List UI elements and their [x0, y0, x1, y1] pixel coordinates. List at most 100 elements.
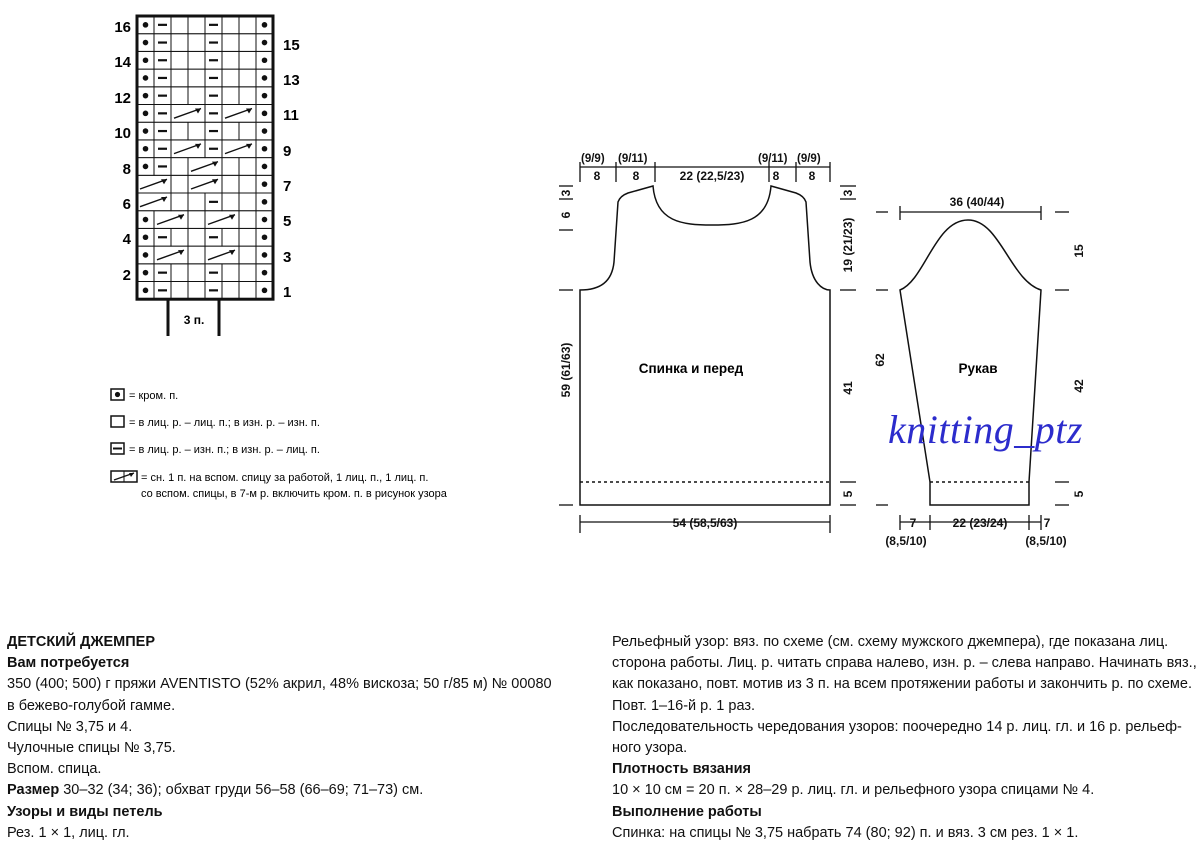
chart-edge-dot: [261, 92, 268, 99]
body-neck-mark: 3: [559, 189, 573, 196]
sleeve-total-height: 62: [873, 353, 887, 367]
chart-cable-arrowhead: [212, 179, 218, 185]
chart-edge-dot: [142, 163, 149, 170]
chart-edge-dot: [261, 22, 268, 28]
chart-edge-dot: [261, 269, 268, 276]
chart-cell: [238, 227, 257, 247]
chart-edge-dot: [142, 39, 149, 46]
row-label: 14: [114, 54, 131, 71]
body-title: Спинка и перед: [639, 361, 744, 376]
text-line: 10 × 10 см = 20 п. × 28–29 р. лиц. гл. и…: [612, 782, 1095, 799]
chart-edge-dot: [142, 22, 149, 28]
sleeve-cuff-right: 7: [1044, 516, 1051, 530]
row-label: 13: [283, 72, 300, 89]
chart-cell: [238, 50, 257, 70]
text-line: Спинка: на спицы № 3,75 набрать 74 (80; …: [612, 824, 1079, 841]
body-armhole: 19 (21/23): [841, 218, 855, 273]
body-side-height: 41: [841, 381, 855, 395]
body-width: 54 (58,5/63): [673, 516, 738, 530]
legend-edge-text: = кром. п.: [129, 390, 178, 402]
chart-cell: [187, 121, 206, 141]
chart-cell: [238, 157, 257, 176]
chart-cell: [221, 15, 240, 35]
legend-cable-text-1: = сн. 1 п. на вспом. спицу за работой, 1…: [141, 472, 428, 484]
text-line: ного узора.: [612, 740, 688, 757]
sleeve-height: 42: [1072, 379, 1086, 393]
chart-edge-dot: [142, 252, 149, 258]
chart-cell: [170, 263, 189, 282]
chart-cable-arrowhead: [161, 179, 167, 185]
text-line: Спицы № 3,75 и 4.: [7, 718, 133, 735]
sleeve-title: Рукав: [958, 361, 997, 376]
chart-cell: [238, 15, 257, 35]
sleeve-cuff-right-paren: (8,5/10): [1025, 534, 1066, 548]
chart-cell: [238, 263, 257, 282]
chart-cell: [238, 174, 257, 194]
body-top-8c: 8: [773, 169, 780, 183]
row-label: 7: [283, 178, 291, 195]
row-label: 2: [123, 267, 131, 284]
chart-edge-dot: [261, 181, 268, 187]
body-neck-depth: 6: [559, 211, 573, 218]
body-right-top-mark: 3: [841, 189, 855, 196]
chart-edge-dot: [261, 110, 268, 117]
row-label: 8: [123, 161, 131, 178]
row-label: 12: [114, 90, 131, 107]
chart-cell: [238, 210, 257, 229]
chart-cell: [170, 68, 189, 88]
chart-cell: [238, 245, 257, 265]
text-line: Последовательность чередования узоров: п…: [612, 718, 1182, 735]
chart-edge-dot: [142, 110, 149, 117]
row-label: 10: [114, 125, 131, 142]
chart-cable-arrowhead: [178, 250, 184, 256]
chart-edge-dot: [142, 269, 149, 276]
chart-edge-dot: [142, 57, 149, 64]
materials-heading: Вам потребуется: [7, 655, 130, 672]
text-line: Рез. 1 × 1, лиц. гл.: [7, 824, 130, 841]
sleeve-cuff-left-paren: (8,5/10): [885, 534, 926, 548]
gauge-heading: Плотность вязания: [612, 761, 751, 778]
chart-border: [135, 14, 275, 301]
chart-edge-dot: [142, 234, 149, 241]
stitch-chart: [135, 14, 275, 301]
chart-cell: [187, 15, 206, 35]
chart-edge-dot: [261, 216, 268, 223]
chart-cell: [187, 68, 206, 88]
chart-edge-dot: [142, 216, 149, 223]
chart-cable-arrowhead: [229, 250, 235, 256]
text-line: Рельефный узор: вяз. по схеме (см. схему…: [612, 634, 1169, 650]
text-line: в бежево-голубой гамме.: [7, 697, 176, 714]
chart-cable-arrowhead: [229, 214, 235, 220]
chart-cell: [221, 192, 240, 212]
chart-edge-dot: [261, 39, 268, 46]
row-label: 1: [283, 284, 291, 301]
chart-cell: [170, 50, 189, 70]
row-label: 6: [123, 196, 131, 213]
chart-cell: [170, 86, 189, 106]
chart-cell: [221, 33, 240, 52]
chart-cable-arrowhead: [161, 197, 167, 202]
size-line: Размер 30–32 (34; 36); обхват груди 56–5…: [7, 780, 552, 801]
row-label: 16: [114, 19, 131, 36]
chart-cell: [187, 192, 206, 212]
sleeve-cuff-left: 7: [910, 516, 917, 530]
chart-edge-dot: [261, 57, 268, 64]
row-label: 4: [123, 231, 132, 248]
text-line: Вспом. спица.: [7, 761, 102, 778]
article-title: ДЕТСКИЙ ДЖЕМПЕР: [7, 634, 156, 650]
pattern-diagram: 16 14 12 10 8 6 4 2 15 13 11 9 7 5 3 1 3…: [110, 14, 1086, 548]
chart-cell: [187, 33, 206, 52]
body-top-8d: 8: [809, 169, 816, 183]
chart-edge-dot: [261, 128, 268, 134]
text-line: сторона работы. Лиц. р. читать справа на…: [612, 655, 1197, 672]
chart-cell: [221, 157, 240, 176]
legend-knit-text: = в лиц. р. – лиц. п.; в изн. р. – изн. …: [129, 417, 320, 429]
sleeve-cap-height: 15: [1072, 244, 1086, 258]
chart-edge-dot: [142, 92, 149, 99]
chart-cell: [238, 121, 257, 141]
chart-cell: [238, 281, 257, 300]
chart-cable-arrowhead: [195, 143, 201, 149]
chart-edge-dot: [261, 287, 268, 294]
chart-cell: [170, 281, 189, 300]
chart-cell: [187, 50, 206, 70]
